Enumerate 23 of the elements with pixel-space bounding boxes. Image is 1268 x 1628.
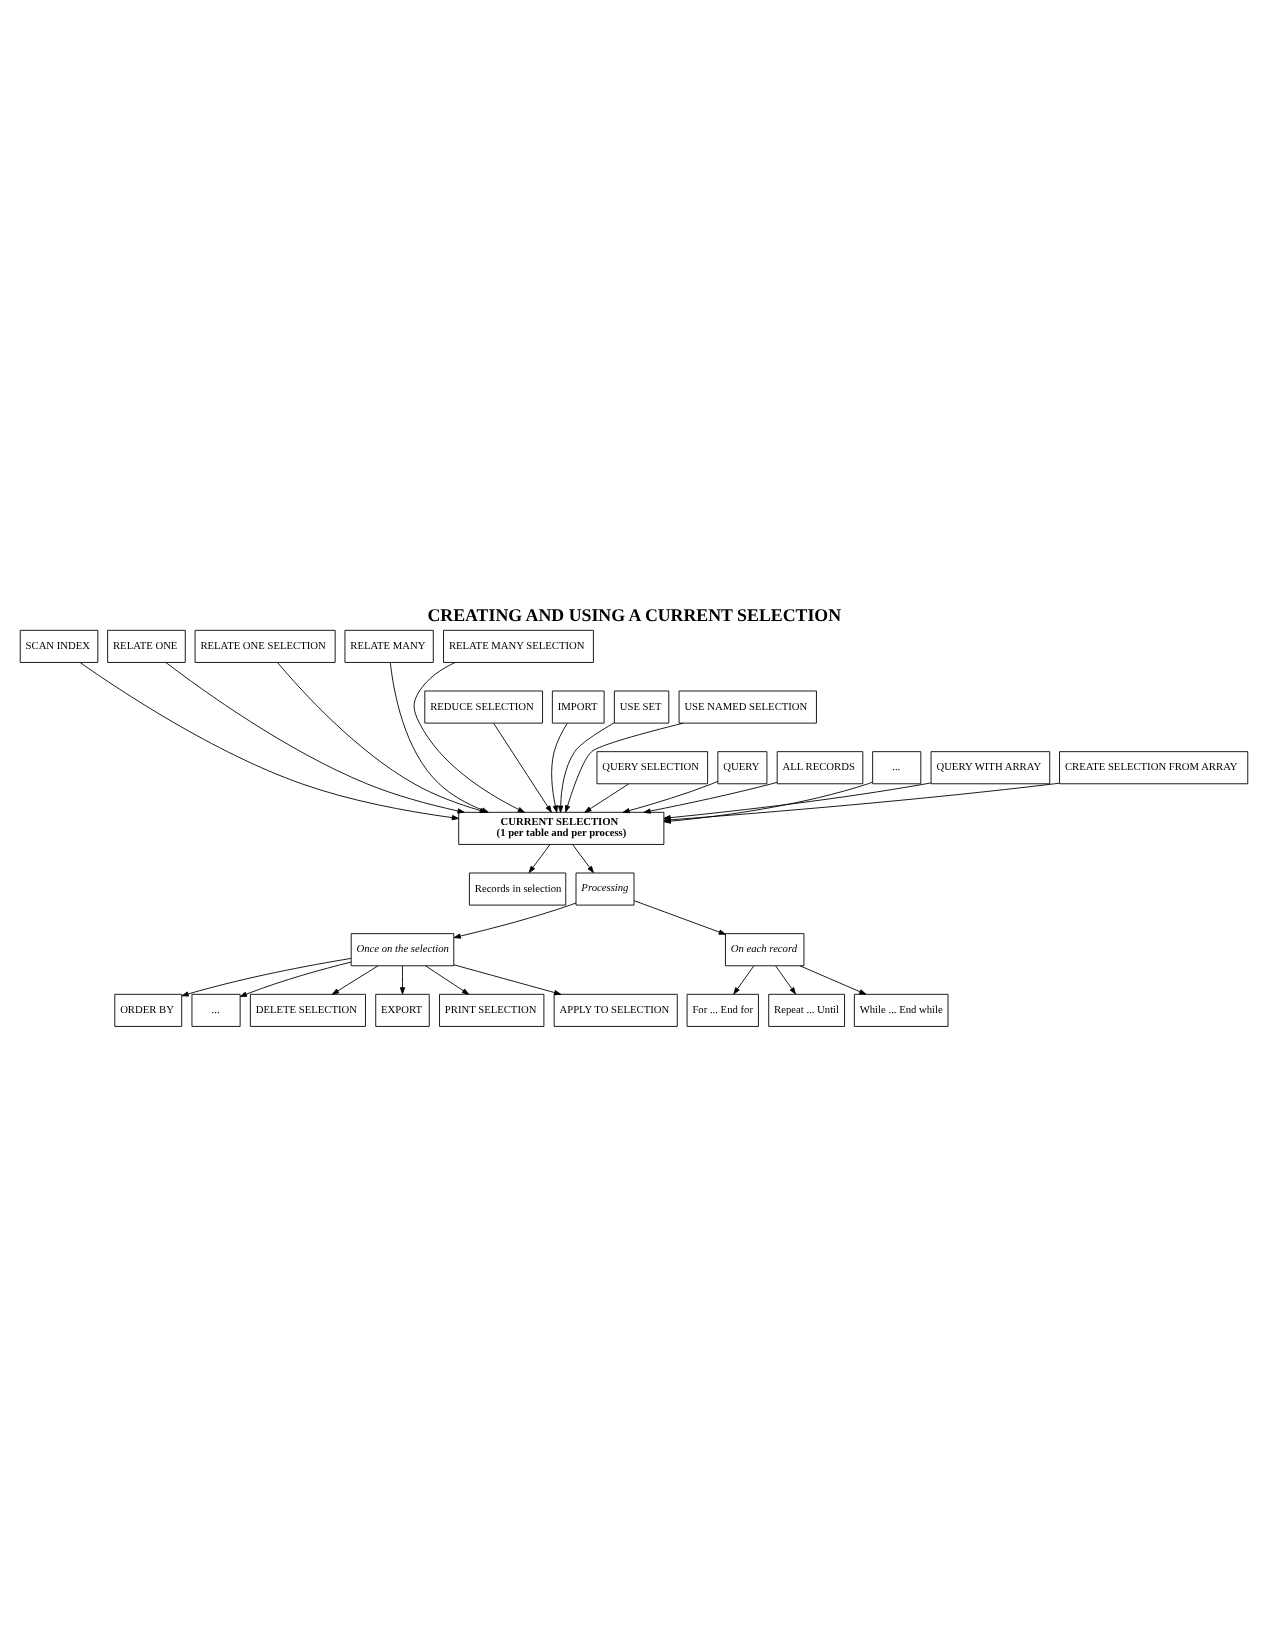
arrow <box>79 661 459 820</box>
arrow <box>565 721 684 812</box>
arrow <box>331 964 379 994</box>
arrow <box>399 964 406 994</box>
diagram-title: CREATING AND USING A CURRENT SELECTION <box>427 603 842 624</box>
arrow <box>643 780 778 813</box>
arrow <box>775 964 796 994</box>
arrow <box>453 963 562 995</box>
arrow <box>453 901 577 938</box>
arrow <box>633 899 726 934</box>
arrow <box>528 843 551 873</box>
arrow <box>551 721 568 812</box>
arrow <box>425 964 470 994</box>
arrow <box>622 779 719 813</box>
arrow <box>239 960 352 996</box>
arrow <box>733 964 755 994</box>
arrow <box>799 964 867 994</box>
arrow <box>493 721 552 812</box>
arrow <box>558 721 615 812</box>
arrow <box>181 957 352 996</box>
arrow <box>572 843 594 873</box>
arrow <box>584 782 630 812</box>
arrow <box>165 661 465 813</box>
